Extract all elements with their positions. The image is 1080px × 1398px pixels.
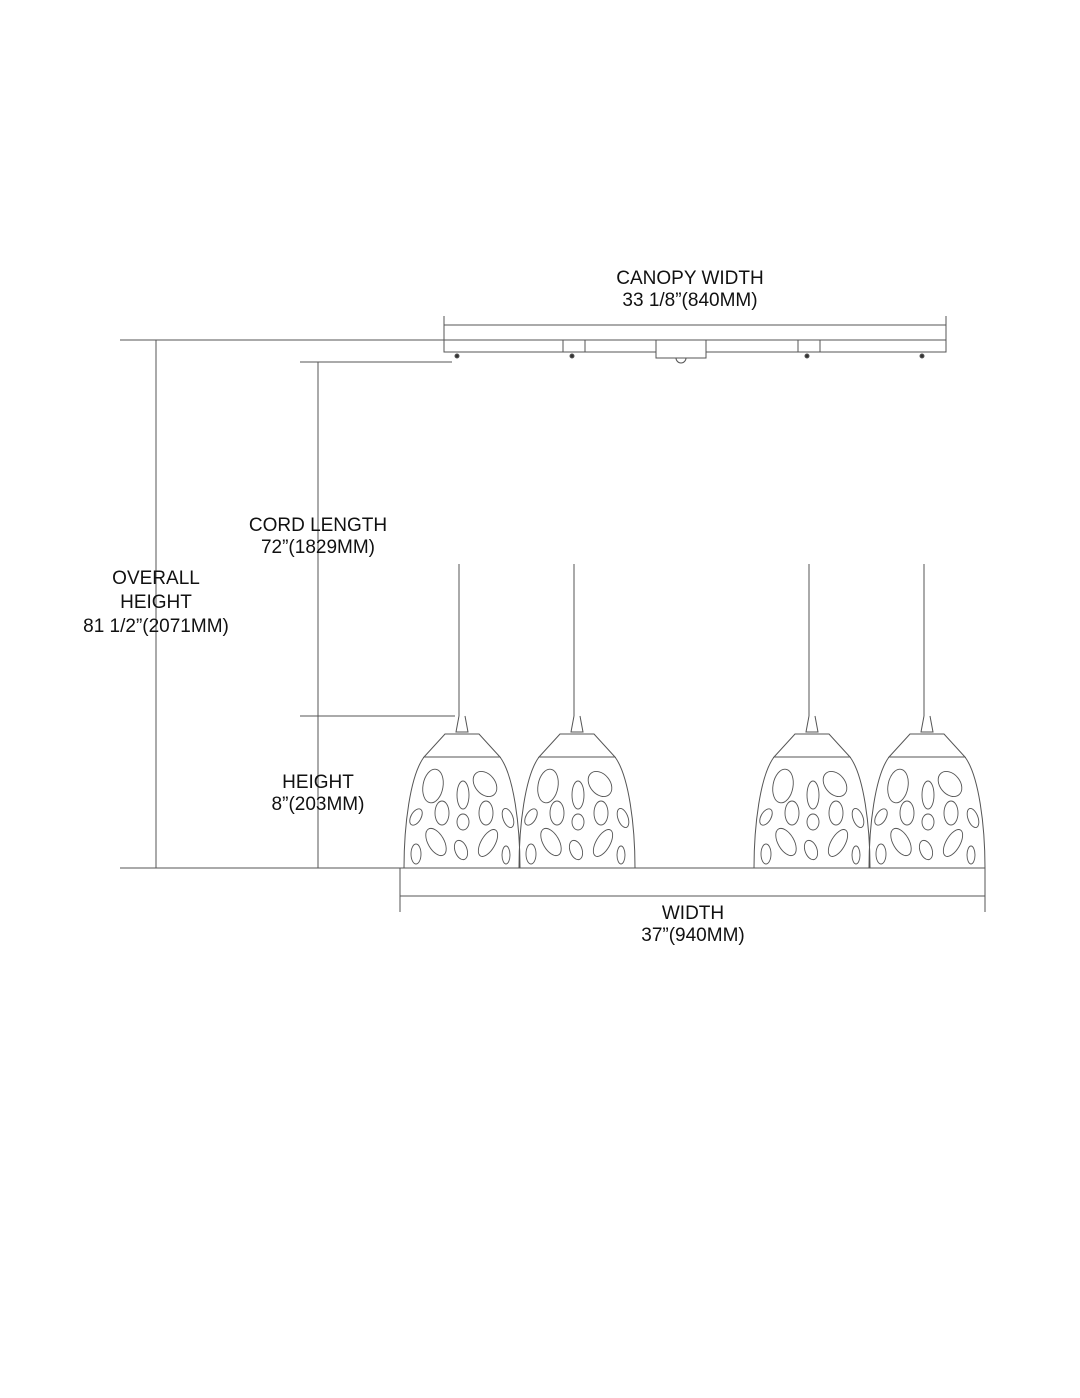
cord-length-title: CORD LENGTH <box>248 515 388 536</box>
mount-screw-icon <box>454 353 460 359</box>
width-title: WIDTH <box>661 903 725 924</box>
overall-height-title-2: HEIGHT <box>120 592 192 613</box>
pendant-light-3 <box>753 563 871 869</box>
overall-height-dimension-line <box>120 339 444 868</box>
pendant-light-4 <box>868 563 986 869</box>
width-label: WIDTH 37”(940MM) <box>573 903 813 947</box>
cord-length-label: CORD LENGTH 72”(1829MM) <box>198 515 438 559</box>
mount-screw-icon <box>804 353 810 359</box>
height-title: HEIGHT <box>282 772 354 793</box>
mount-screw-icon <box>569 353 575 359</box>
overall-height-value: 81 1/2”(2071MM) <box>83 616 229 637</box>
height-value: 8”(203MM) <box>271 794 365 815</box>
cord-length-dimension-line <box>300 361 455 717</box>
canopy-width-title: CANOPY WIDTH <box>616 268 764 289</box>
width-dimension-line <box>399 868 986 912</box>
pendant-light-2 <box>518 563 636 869</box>
cord-length-value: 72”(1829MM) <box>260 537 376 558</box>
height-label: HEIGHT 8”(203MM) <box>198 772 438 816</box>
mount-screw-icon <box>919 353 925 359</box>
canopy <box>443 339 947 364</box>
width-value: 37”(940MM) <box>641 925 745 946</box>
canopy-dimension-line <box>443 316 947 340</box>
overall-height-title-1: OVERALL <box>112 568 200 589</box>
overall-height-label: OVERALL HEIGHT 81 1/2”(2071MM) <box>36 567 276 639</box>
canopy-width-value: 33 1/8”(840MM) <box>622 290 758 311</box>
canopy-width-label: CANOPY WIDTH 33 1/8”(840MM) <box>570 268 810 312</box>
